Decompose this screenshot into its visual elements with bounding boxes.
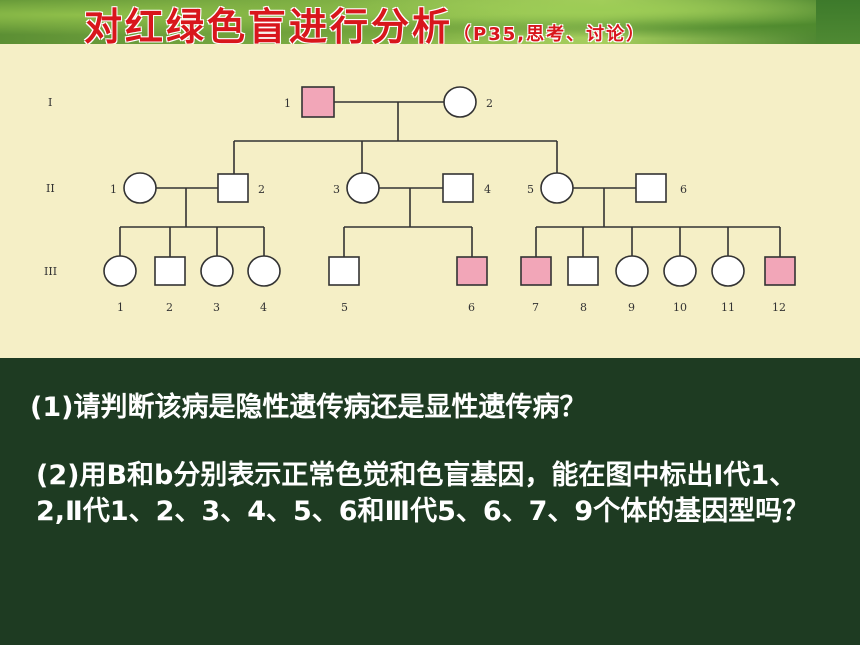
gen2-female-3: [346, 172, 380, 204]
gen2-num-3: 3: [333, 183, 340, 196]
gen3-num-5: 5: [341, 301, 348, 314]
gen3-female-11: [711, 255, 745, 287]
pedigree-individuals: [103, 86, 796, 287]
gen3-male-2: [154, 256, 186, 286]
gen3-num-7: 7: [532, 301, 539, 314]
gen3-male-6-affected: [456, 256, 488, 286]
gen2-num-6: 6: [680, 183, 687, 196]
pedigree-chart: I II III 1 2 1 2 3 4 5 6 1 2 3 4 5 6 7 8…: [44, 86, 796, 314]
gen3-num-10: 10: [673, 301, 687, 314]
gen3-num-8: 8: [580, 301, 587, 314]
gen-label-2: II: [46, 182, 55, 195]
question-1: (1)请判断该病是隐性遗传病还是显性遗传病？: [30, 392, 587, 423]
gen3-female-9: [615, 255, 649, 287]
leaf-background-top: [0, 0, 860, 50]
gen3-num-6: 6: [468, 301, 475, 314]
gen3-num-2: 2: [166, 301, 173, 314]
gen2-num-5: 5: [527, 183, 534, 196]
question-2: (2)用B和b分别表示正常色觉和色盲基因，能在图中标出Ⅰ代1、2,Ⅱ代1、2、3…: [36, 460, 810, 527]
gen2-male-4: [442, 173, 474, 203]
pedigree-panel: I II III 1 2 1 2 3 4 5 6 1 2 3 4 5 6 7 8…: [0, 44, 860, 358]
gen3-male-8: [567, 256, 599, 286]
gen1-male-1-affected: [301, 86, 335, 118]
gen3-male-5: [328, 256, 360, 286]
gen2-male-6: [635, 173, 667, 203]
gen-label-3: III: [44, 265, 57, 278]
gen2-num-1: 1: [110, 183, 117, 196]
title-note: （P35,思考、讨论）: [453, 24, 647, 45]
gen1-num-1: 1: [284, 97, 291, 110]
gen-label-1: I: [48, 96, 52, 109]
gen3-num-11: 11: [721, 301, 735, 314]
gen2-num-2: 2: [258, 183, 265, 196]
gen3-num-4: 4: [260, 301, 267, 314]
gen3-female-10: [663, 255, 697, 287]
gen3-num-12: 12: [772, 301, 786, 314]
gen3-num-9: 9: [628, 301, 635, 314]
gen1-female-2: [443, 86, 477, 118]
gen2-female-1: [123, 172, 157, 204]
question-box: (1)请判断该病是隐性遗传病还是显性遗传病？ (2)用B和b分别表示正常色觉和色…: [0, 358, 860, 645]
gen3-male-12-affected: [764, 256, 796, 286]
gen3-female-4: [247, 255, 281, 287]
gen3-num-3: 3: [213, 301, 220, 314]
gen3-female-1: [103, 255, 137, 287]
gen2-female-5: [540, 172, 574, 204]
gen3-num-1: 1: [117, 301, 124, 314]
gen3-male-7-affected: [520, 256, 552, 286]
gen2-num-4: 4: [484, 183, 491, 196]
gen3-female-3: [200, 255, 234, 287]
pedigree-lines: [119, 101, 781, 257]
title-main: 对红绿色盲进行分析: [84, 5, 454, 49]
slide-title: 对红绿色盲进行分析（P35,思考、讨论）: [84, 0, 646, 51]
gen1-num-2: 2: [486, 97, 493, 110]
pedigree-labels: I II III 1 2 1 2 3 4 5 6 1 2 3 4 5 6 7 8…: [44, 96, 786, 314]
gen2-male-2: [217, 173, 249, 203]
